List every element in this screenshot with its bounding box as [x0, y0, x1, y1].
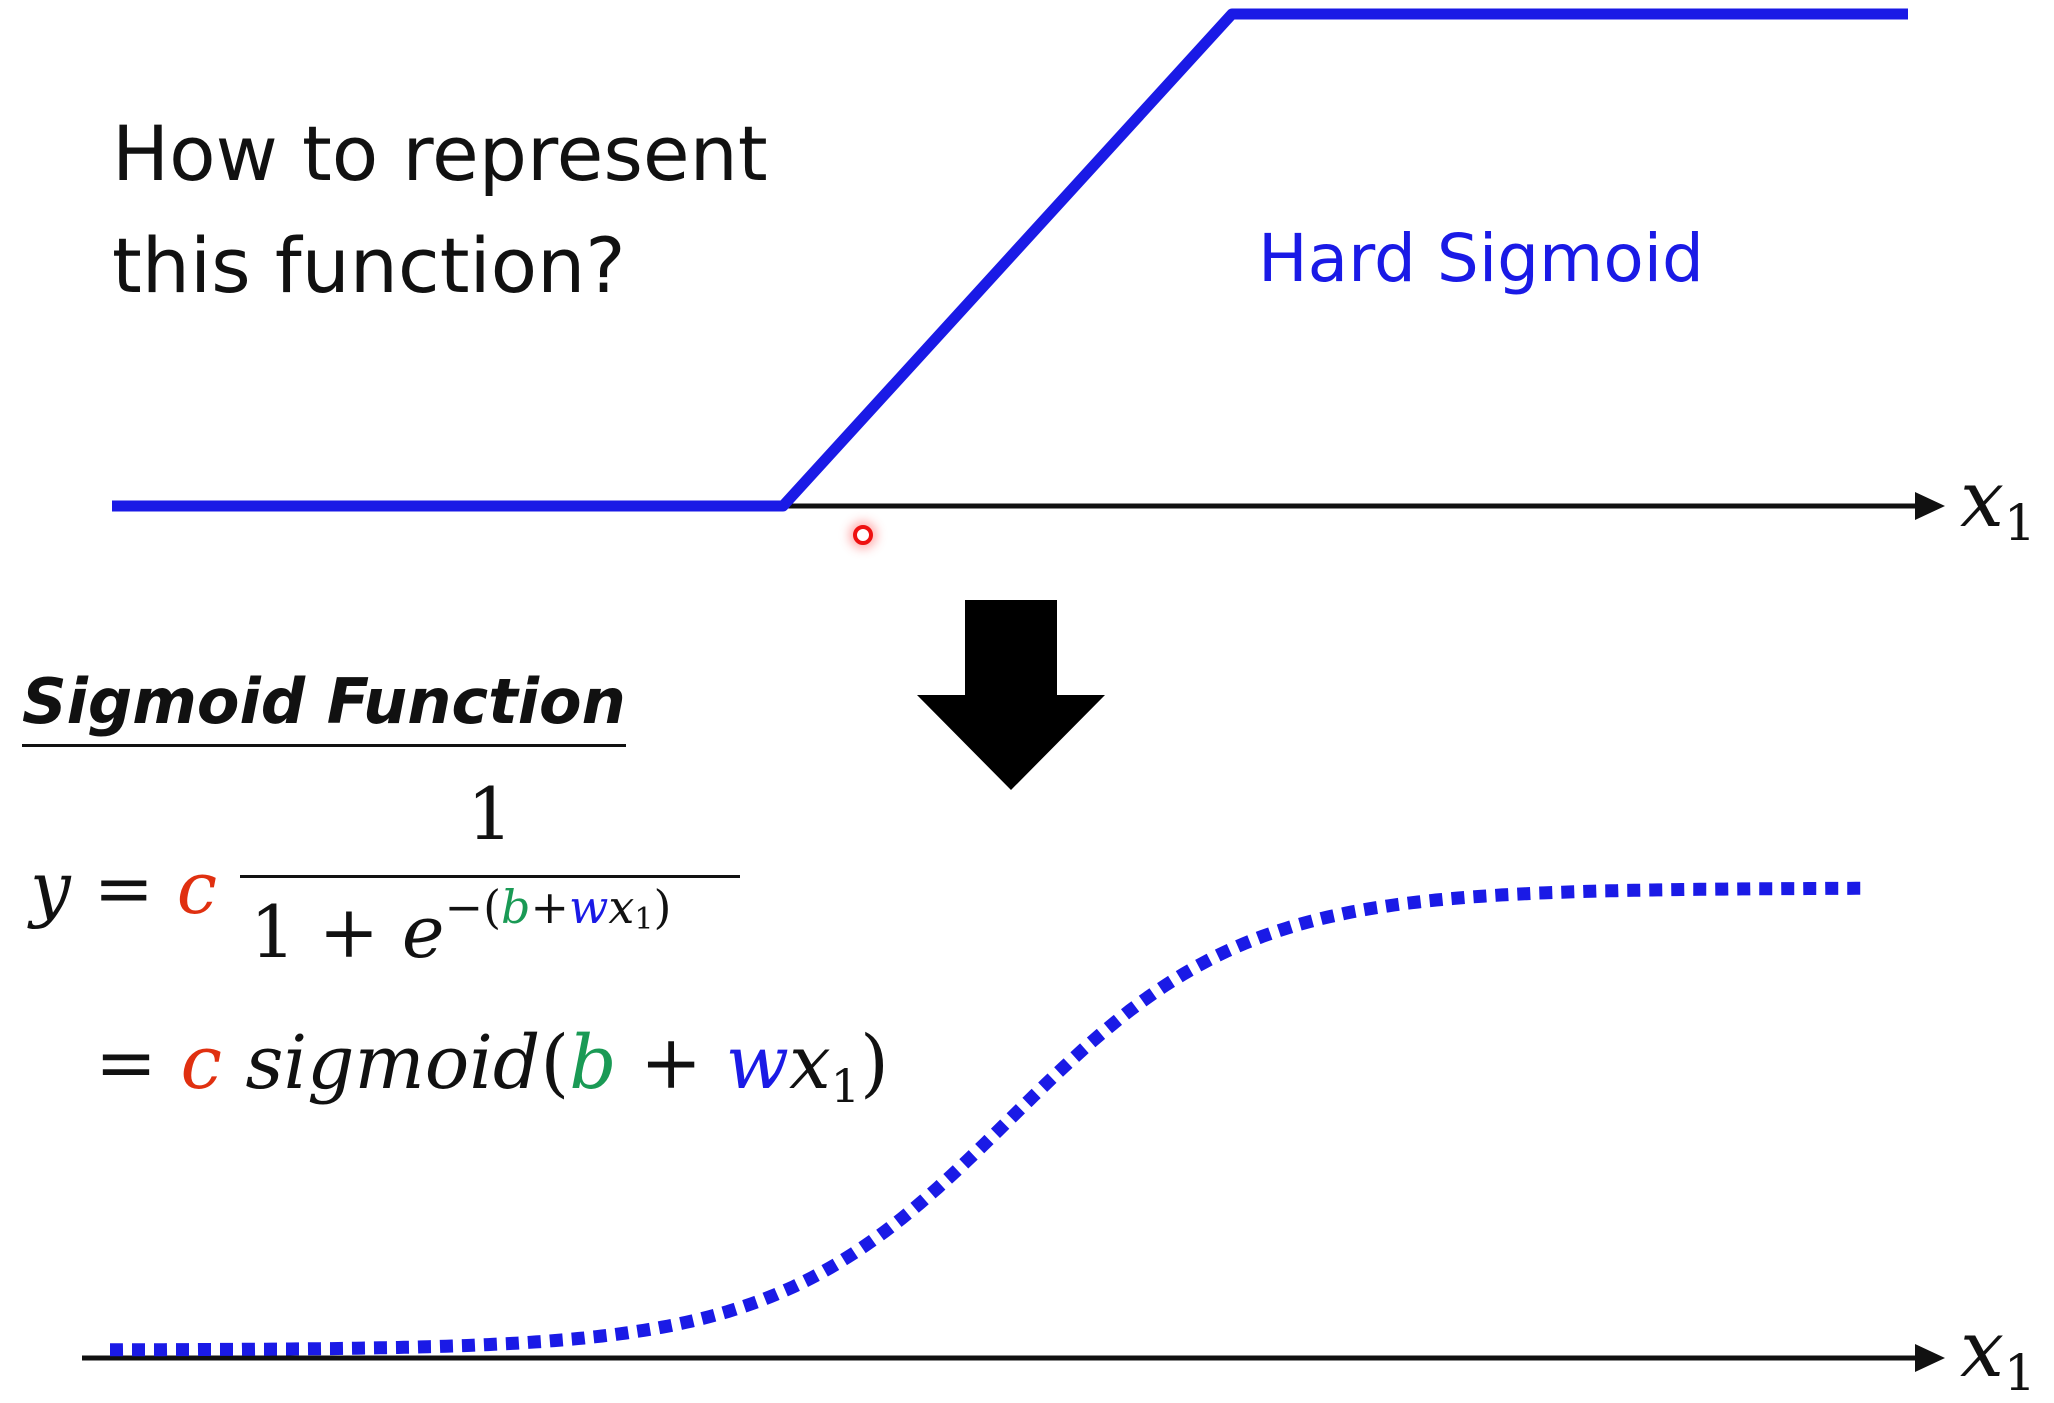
eq2-b: b — [569, 1020, 617, 1106]
eq2-sub: 1 — [830, 1059, 860, 1113]
sigmoid-curve — [110, 881, 1868, 1357]
top-axis-label: x1 — [1960, 455, 2036, 552]
section-title: Sigmoid Function — [22, 665, 626, 747]
equation-lhs: y = c — [30, 846, 217, 930]
bottom-axis-var: x — [1960, 1305, 2004, 1395]
eq2-open: ( — [540, 1020, 570, 1106]
question-line-2: this function? — [112, 221, 626, 310]
cursor-dot-icon — [853, 525, 873, 545]
numerator: 1 — [467, 772, 513, 856]
top-x-axis-arrowhead — [1915, 492, 1945, 520]
exp-plus: + — [530, 880, 570, 934]
fraction-bar — [240, 875, 740, 878]
exp-open: −( — [444, 880, 502, 934]
exp-close: ) — [653, 880, 672, 934]
exp-b: b — [501, 880, 531, 934]
question-text: How to represent this function? — [112, 98, 768, 322]
eq2-close: ) — [859, 1020, 889, 1106]
bottom-axis-sub: 1 — [2004, 1344, 2036, 1402]
eq2-plus: + — [616, 1020, 726, 1106]
sigmoid-equation-compact: = c sigmoid(b + wx1) — [95, 1020, 889, 1113]
bottom-x-axis-arrowhead — [1915, 1344, 1945, 1372]
denominator: 1 + e−(b+wx1) — [250, 880, 671, 974]
top-axis-sub: 1 — [2004, 494, 2036, 552]
exp-w: w — [569, 880, 609, 934]
equals-sign: = — [93, 846, 154, 930]
question-line-1: How to represent — [112, 109, 768, 198]
hard-sigmoid-curve — [112, 8, 1908, 512]
bottom-axis-label: x1 — [1960, 1305, 2036, 1402]
eq2-c: c — [180, 1020, 222, 1106]
den-one-plus: 1 + — [250, 890, 402, 974]
exp-x: x — [608, 880, 635, 934]
exponent: −(b+wx1) — [444, 880, 672, 937]
eq2-x: x — [788, 1020, 831, 1106]
eq2-func: sigmoid — [245, 1020, 541, 1106]
y-var: y — [30, 846, 71, 930]
c-coef: c — [176, 846, 218, 930]
eq2-equals: = — [95, 1020, 158, 1106]
down-arrow-icon — [917, 600, 1105, 790]
eq2-w: w — [725, 1020, 789, 1106]
exp-sub: 1 — [634, 902, 654, 937]
top-axis-var: x — [1960, 455, 2004, 545]
e-var: e — [401, 890, 445, 974]
hard-sigmoid-label: Hard Sigmoid — [1258, 220, 1704, 297]
